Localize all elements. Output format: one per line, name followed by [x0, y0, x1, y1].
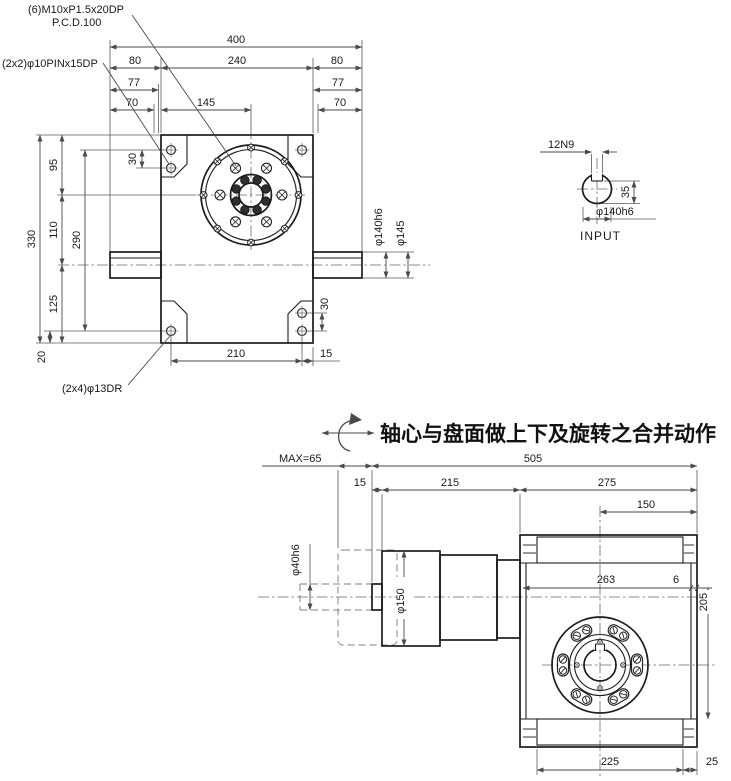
dim-95: 95: [48, 159, 60, 171]
dim-210: 210: [227, 348, 245, 360]
dim-240: 240: [228, 55, 246, 67]
dim-145: 145: [197, 97, 215, 109]
dim-77-left: 77: [128, 77, 140, 89]
bolt-note-line1: (6)M10xP1.5x20DP: [28, 4, 124, 16]
dim-70-left: 70: [126, 97, 138, 109]
dim-505: 505: [524, 453, 542, 465]
dim-263: 263: [597, 574, 615, 586]
dim-275: 275: [598, 477, 616, 489]
right-shaft-stub: [312, 251, 363, 279]
dim-25: 25: [706, 756, 718, 768]
center-bore: [238, 182, 264, 208]
input-label: INPUT: [580, 229, 621, 243]
side-centerlines: [258, 506, 716, 779]
left-shaft-stub: [109, 251, 162, 279]
dim-330: 330: [26, 230, 38, 248]
dim-6: 6: [673, 574, 679, 586]
leader-bolt-note: [131, 14, 237, 167]
dim-70-right: 70: [334, 97, 346, 109]
side-view: MAX=65 505 15 215 275 150 φ40h6 φ150 263…: [258, 453, 718, 779]
dim-80-right: 80: [331, 55, 343, 67]
side-dimension-lines: [262, 463, 712, 773]
dim-20: 20: [36, 351, 48, 363]
motion-caption: 轴心与盘面做上下及旋转之合并动作: [321, 413, 716, 452]
front-dimension-lines: [37, 44, 411, 364]
front-view: (6)M10xP1.5x20DP P.C.D.100 (2x2)φ10PINx1…: [2, 4, 430, 395]
motion-caption-text: 轴心与盘面做上下及旋转之合并动作: [380, 422, 716, 446]
dim-30-bottom: 30: [319, 298, 331, 310]
dim-phi40h6: φ40h6: [290, 544, 302, 576]
drill-note: (2x4)φ13DR: [62, 383, 122, 395]
bolt-note-line2: P.C.D.100: [52, 17, 101, 29]
ear-bottom-left: [160, 300, 188, 344]
adapter-flange: [496, 559, 521, 639]
front-extension-lines: [36, 40, 414, 366]
dim-phi150: φ150: [395, 588, 407, 614]
hub-circle: [229, 173, 273, 217]
top-mount-recess: [536, 536, 684, 564]
dim-215: 215: [441, 477, 459, 489]
ear-top-right: [287, 134, 314, 178]
leader-drill-note: [127, 335, 171, 386]
dim-80-left: 80: [129, 55, 141, 67]
dim-77-right: 77: [332, 77, 344, 89]
front-body-outline: [109, 134, 363, 344]
dim-15-side: 15: [354, 477, 366, 489]
input-centerlines: [577, 158, 617, 224]
phi150-label-mask: [396, 577, 411, 619]
input-dimension-lines: [540, 149, 637, 222]
keyway-outline: [590, 174, 604, 182]
side-dimension-labels: MAX=65 505 15 215 275 150 φ40h6 φ150 263…: [279, 453, 718, 768]
pin-note: (2x2)φ10PINx15DP: [2, 58, 98, 70]
keyway-mask: [591, 173, 603, 181]
dim-110: 110: [48, 221, 60, 239]
side-body-outline: [371, 534, 698, 748]
face-outer-circle: [551, 616, 649, 714]
dim-phi140h6: φ140h6: [373, 208, 385, 246]
side-extension-lines: [309, 470, 698, 775]
dim-input-dia: φ140h6: [596, 206, 634, 218]
front-dimension-labels: (6)M10xP1.5x20DP P.C.D.100 (2x2)φ10PINx1…: [2, 4, 407, 395]
dim-225: 225: [601, 756, 619, 768]
side-face-circles: [551, 616, 649, 714]
front-flange-face: [199, 143, 303, 247]
input-labels: 12N9 35 φ140h6 INPUT: [548, 139, 634, 243]
dim-35: 35: [620, 186, 632, 198]
ear-top-left: [160, 134, 188, 178]
dim-400: 400: [227, 34, 245, 46]
ear-bottom-right: [287, 300, 314, 344]
dim-max65: MAX=65: [279, 453, 322, 465]
dim-125: 125: [48, 295, 60, 313]
leader-pin-note: [102, 62, 170, 165]
mount-bolt-ticks: [523, 544, 694, 738]
reducer-cylinder: [439, 554, 498, 641]
dim-150: 150: [637, 499, 655, 511]
dim-12n9: 12N9: [548, 139, 574, 151]
dim-30-top: 30: [127, 153, 139, 165]
housing-side: [519, 534, 698, 748]
dim-290: 290: [71, 231, 83, 249]
input-shaft-detail: 12N9 35 φ140h6 INPUT: [540, 139, 656, 243]
bottom-mount-recess: [536, 718, 684, 746]
front-leader-lines: [102, 14, 237, 386]
dim-phi145: φ145: [395, 221, 407, 247]
dim205-label-mask: [701, 590, 715, 614]
dim-15: 15: [320, 348, 332, 360]
rotation-arrow-icon: [321, 413, 375, 452]
dim-205: 205: [698, 593, 710, 611]
housing-front: [160, 134, 314, 344]
